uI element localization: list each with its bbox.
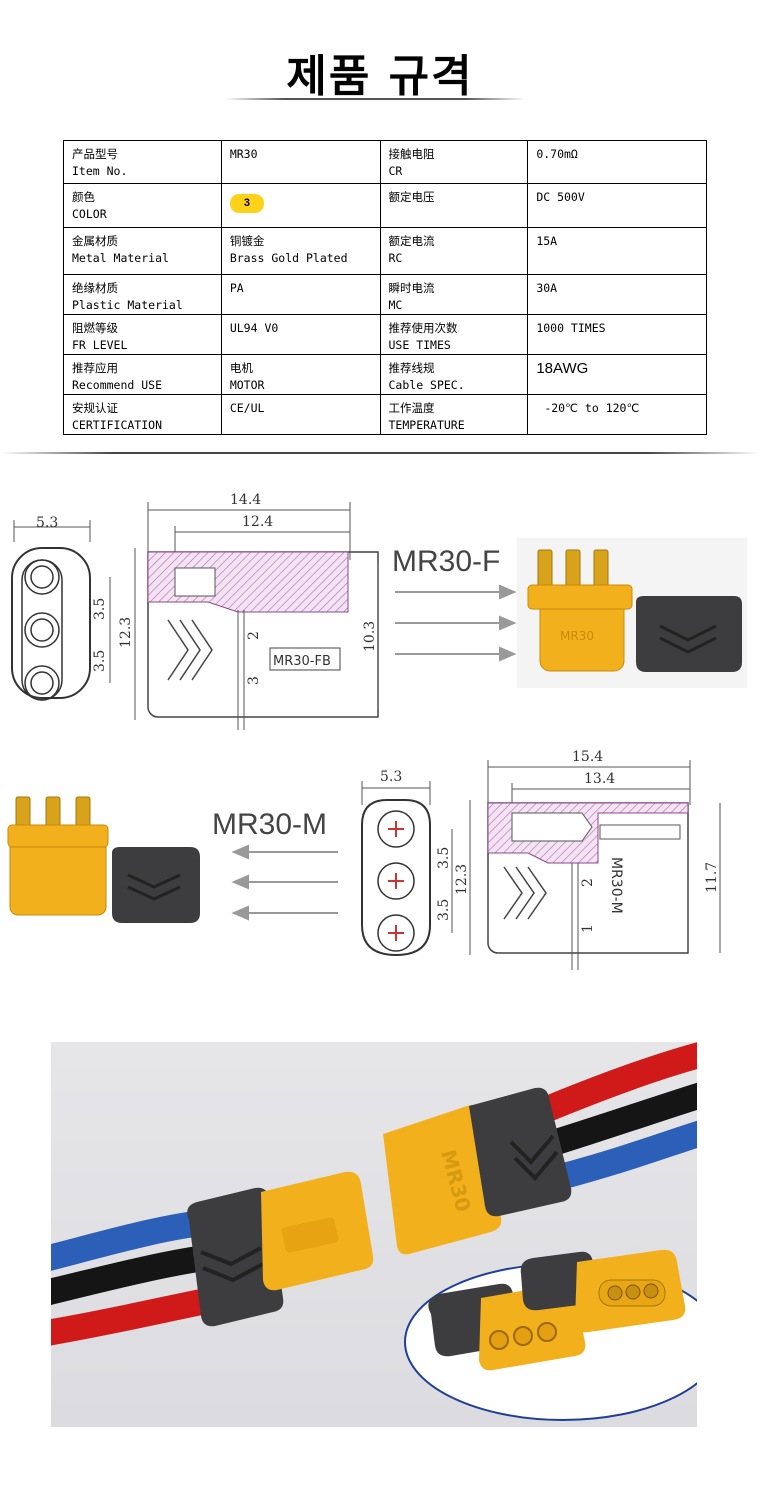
dim-length-total: 15.4	[572, 749, 603, 765]
female-side-view: 14.4 12.4 2 3 MR30-FB 10.3	[147, 492, 379, 730]
title-underline	[225, 98, 525, 100]
male-connector-image	[7, 796, 200, 923]
spec-value: -20℃ to 120℃	[527, 394, 707, 435]
arrows-right	[395, 584, 517, 662]
dim-length-body: 12.4	[242, 514, 273, 530]
spec-value: 30A	[527, 274, 707, 315]
dim-length-total: 14.4	[230, 492, 261, 508]
body-mark: MR30-FB	[273, 654, 331, 669]
pin-2-label: 2	[246, 631, 262, 640]
spec-value: 18AWG	[527, 354, 707, 395]
dim-height: 12.3	[454, 864, 470, 895]
dim-length-body: 13.4	[584, 771, 615, 787]
dim-pitch-a: 3.5	[436, 847, 452, 869]
male-side-view: 15.4 13.4 2 1 MR30-M 11.7	[487, 749, 721, 970]
spec-value: UL94 V0	[220, 314, 381, 355]
photo-illustration: MR30	[51, 1042, 697, 1421]
dim-height: 12.3	[118, 617, 134, 648]
spec-value: CE/UL	[220, 394, 381, 435]
female-front-view: 5.3 3.5 3.5 12.3	[11, 515, 136, 720]
male-diagram: 5.3 3.5 3.5 12.3 15.4 13.4 2 1 MR30-M 11…	[7, 749, 721, 970]
female-label: MR30-F	[392, 545, 501, 578]
dim-width: 5.3	[36, 515, 58, 531]
arrows-left	[231, 844, 338, 921]
spec-value: MR30	[220, 140, 381, 184]
section-divider	[0, 452, 760, 454]
page-title: 제품 규격	[286, 51, 474, 102]
pin-1-label: 1	[580, 924, 596, 933]
spec-value: 0.70mΩ	[527, 140, 707, 184]
spec-value: 15A	[527, 227, 707, 275]
body-mark: MR30-M	[608, 857, 624, 914]
housing-mark: MR30	[560, 629, 594, 643]
dim-pitch-a: 3.5	[92, 598, 108, 620]
spec-value: DC 500V	[527, 183, 707, 228]
dim-pitch-b: 3.5	[436, 899, 452, 921]
male-label: MR30-M	[212, 808, 328, 841]
spec-value: 1000 TIMES	[527, 314, 707, 355]
dim-pitch-b: 3.5	[92, 650, 108, 672]
spec-label: 额定电压	[379, 183, 529, 228]
spec-value: PA	[220, 274, 381, 315]
spec-value: 3	[220, 183, 381, 228]
dim-body-height: 10.3	[362, 621, 378, 652]
dim-width: 5.3	[380, 769, 402, 785]
female-diagram: 5.3 3.5 3.5 12.3 14.4 12.4 2 3 MR30-FB 1	[11, 492, 747, 730]
dim-body-height: 11.7	[704, 862, 720, 893]
male-front-view: 5.3 3.5 3.5 12.3	[361, 769, 471, 957]
female-connector-image: MR30	[517, 538, 747, 688]
color-badge: 3	[229, 194, 264, 213]
pin-2-label: 2	[580, 878, 596, 887]
product-photo: MR30	[51, 1042, 697, 1427]
pin-3-label: 3	[246, 676, 262, 685]
